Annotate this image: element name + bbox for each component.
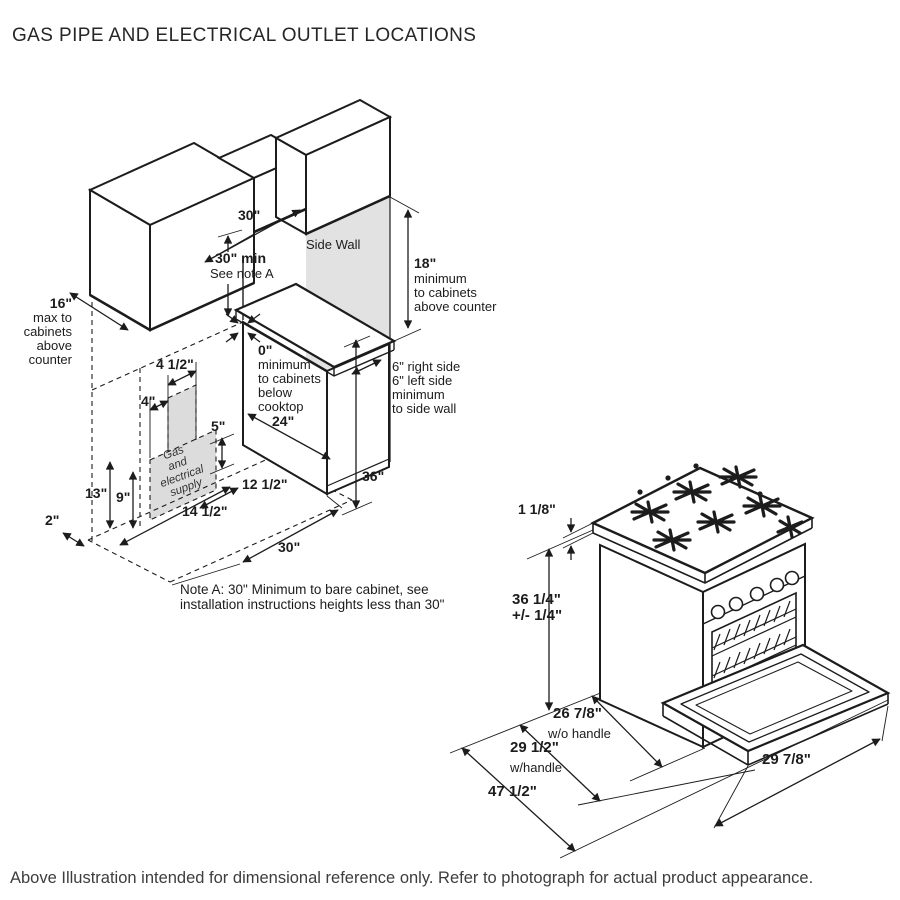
dim-30-floor: 30": [278, 539, 301, 555]
range-diagram: [449, 463, 891, 859]
dim-overall-height: 36 1/4" +/- 1/4": [512, 591, 563, 625]
dim-14-5: 14 1/2": [182, 503, 228, 519]
dim-supply-height-right: 5": [211, 418, 226, 434]
dim-18-min-above-counter: 18": [414, 255, 437, 271]
footer-disclaimer: Above Illustration intended for dimensio…: [10, 869, 814, 887]
dim-opening-min-height: 30" min: [215, 250, 266, 266]
dim-opening-width: 30": [238, 207, 261, 223]
dim-door-width: 29 7/8": [762, 751, 811, 768]
burner-grates-icon: [630, 463, 804, 552]
dim-36-counter-height: 36": [362, 468, 385, 484]
dim-supply-width: 4 1/2": [156, 356, 194, 372]
dim-16-note: max to cabinets above counter: [23, 310, 72, 368]
oven-door-open: [660, 643, 891, 766]
dim-16-max-depth: 16": [49, 295, 72, 311]
dim-depth-wo-handle-note: w/o handle: [548, 726, 611, 741]
cabinet-diagram: [62, 98, 422, 586]
dim-grate-height: 1 1/8": [518, 501, 556, 517]
dim-depth-door-open: 47 1/2": [488, 783, 537, 800]
dim-depth-w-handle: 29 1/2": [510, 739, 559, 756]
dim-13: 13": [85, 485, 108, 501]
cabinet-dimension-lines: [62, 196, 422, 586]
dim-zero-clearance: 0": [258, 342, 273, 358]
see-note-a-label: See note A: [210, 266, 274, 281]
dim-12-5: 12 1/2": [242, 476, 288, 492]
dim-depth-w-handle-note: w/handle: [510, 760, 563, 775]
dim-zero-note: minimum to cabinets below cooktop: [258, 357, 321, 415]
dim-depth-wo-handle: 26 7/8": [553, 705, 602, 722]
page-title: GAS PIPE AND ELECTRICAL OUTLET LOCATIONS: [12, 25, 477, 46]
note-a-text: Note A: 30" Minimum to bare cabinet, see…: [180, 582, 445, 612]
dim-supply-offset: 4": [141, 393, 156, 409]
dim-9: 9": [116, 489, 131, 505]
side-clearance-note: 6" right side 6" left side minimum to si…: [392, 359, 461, 417]
dim-18-note: minimum to cabinets above counter: [414, 271, 497, 315]
dim-counter-depth: 24": [272, 413, 295, 429]
side-wall-label: Side Wall: [306, 237, 361, 252]
range-dimension-lines: [461, 518, 881, 852]
dim-2: 2": [45, 512, 60, 528]
